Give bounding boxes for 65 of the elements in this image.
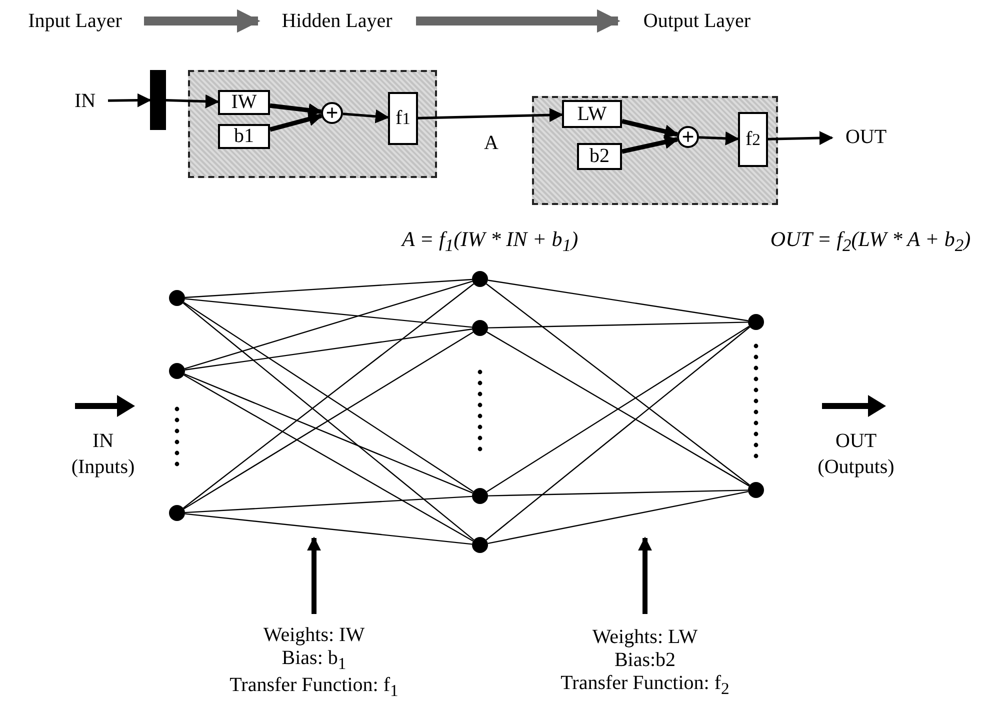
- connection-line: [488, 490, 748, 544]
- neuron: [472, 271, 488, 287]
- layer-label: Output Layer: [622, 6, 772, 36]
- annotation-text: Weights: LW: [592, 626, 698, 649]
- neuron: [169, 505, 185, 521]
- neuron: [748, 314, 764, 330]
- annotation-text: Transfer Function: f$_{1}$: [230, 674, 398, 700]
- arrow: [270, 103, 322, 118]
- block-arrow: [144, 9, 260, 33]
- connection-line: [184, 280, 473, 370]
- arrow: [418, 108, 564, 122]
- arrow: [768, 131, 834, 146]
- equation: A = f$_{1}$(IW * IN + b$_{1}$): [400, 226, 580, 257]
- connection-line: [488, 490, 748, 496]
- arrow: [307, 536, 321, 614]
- equation: OUT = f$_{2}$(LW * A + b$_{2}$): [769, 226, 972, 257]
- neuron: [169, 363, 185, 379]
- annotation-text: Bias: b$_{1}$: [282, 647, 346, 674]
- arrow: [621, 119, 679, 138]
- weight-box: LW: [562, 100, 622, 128]
- connection-line: [486, 283, 750, 486]
- bias-box: b2: [577, 143, 622, 170]
- connection-line: [182, 283, 474, 509]
- bias-box: b1: [218, 124, 270, 149]
- layer-label: Input Layer: [10, 6, 140, 36]
- neuron: [472, 537, 488, 553]
- arrow: [108, 93, 152, 108]
- connection-line: [184, 513, 472, 545]
- connection-line: [184, 496, 472, 514]
- weight-box: IW: [218, 90, 270, 115]
- block-arrow: [416, 9, 620, 33]
- input-bar: [150, 70, 166, 130]
- arrow: [342, 109, 390, 124]
- arrow: [622, 135, 679, 154]
- connection-line: [486, 326, 750, 540]
- connection-line: [182, 302, 474, 540]
- connection-line: [488, 280, 748, 322]
- connection-line: [183, 302, 474, 492]
- neuron: [748, 482, 764, 498]
- summing-junction: +: [321, 102, 343, 124]
- input-label: IN: [66, 86, 104, 116]
- output-caption: OUT (Outputs): [816, 429, 896, 480]
- neuron: [472, 320, 488, 336]
- neuron: [169, 290, 185, 306]
- connection-line: [184, 298, 472, 328]
- output-label: OUT: [836, 122, 896, 152]
- connection-line: [488, 322, 748, 328]
- layer-label: Hidden Layer: [262, 6, 412, 36]
- annotation-text: Bias:b2: [614, 648, 676, 672]
- arrow: [269, 112, 323, 132]
- arrow: [638, 536, 652, 614]
- connection-line: [184, 278, 472, 298]
- connection-line: [184, 374, 474, 542]
- arrow: [166, 94, 220, 108]
- input-caption: IN (Inputs): [70, 429, 136, 480]
- connection-line: [184, 374, 473, 494]
- connection-line: [184, 328, 472, 370]
- arrow: [698, 131, 740, 146]
- neuron: [472, 488, 488, 504]
- summing-junction: +: [677, 126, 699, 148]
- connection-line: [184, 332, 474, 510]
- annotation-text: Weights: IW: [263, 624, 365, 648]
- annotation-text: Transfer Function: f$_{2}$: [560, 672, 730, 698]
- layer-block: [532, 96, 778, 205]
- layer-block: [188, 70, 437, 178]
